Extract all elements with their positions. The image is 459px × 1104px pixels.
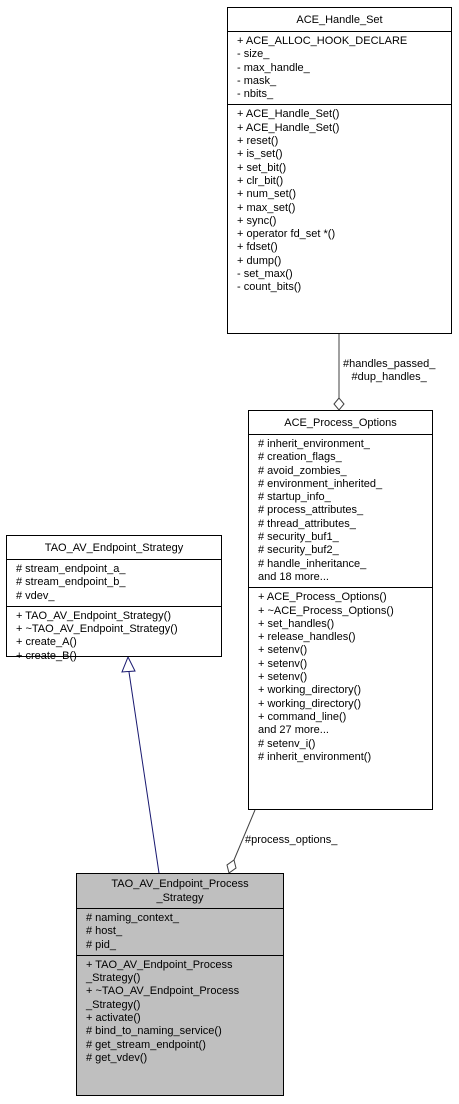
member-row: # handle_inheritance_ [258, 557, 367, 570]
attributes-section: + ACE_ALLOC_HOOK_DECLARE- size_- max_han… [228, 32, 451, 104]
member-row: and 18 more... [258, 570, 329, 583]
member-row: + ~TAO_AV_Endpoint_Strategy() [16, 623, 178, 636]
edge-label-process-options: #process_options_ [245, 834, 338, 846]
member-row: + create_B() [16, 649, 77, 662]
edge-label-handles: #handles_passed_ #dup_handles_ [343, 358, 436, 383]
member-row: - mask_ [237, 74, 277, 87]
class-ace-process-options[interactable]: ACE_Process_Options # inherit_environmen… [248, 410, 433, 810]
aggregation-edge-process-options [233, 809, 256, 861]
member-row: # security_buf1_ [258, 531, 339, 544]
member-row: + reset() [237, 135, 279, 148]
member-row: # host_ [86, 925, 123, 938]
member-row: - count_bits() [237, 281, 302, 294]
operations-section: + TAO_AV_Endpoint_Strategy()+ ~TAO_AV_En… [7, 605, 221, 666]
member-row: + setenv() [258, 657, 308, 670]
attributes-section: # inherit_environment_# creation_flags_#… [249, 435, 432, 587]
member-row: + sync() [237, 214, 277, 227]
member-row: + set_handles() [258, 617, 335, 630]
aggregation-diamond-handles [333, 397, 345, 411]
member-row: # thread_attributes_ [258, 517, 356, 530]
operations-section: + TAO_AV_Endpoint_Process _Strategy()+ ~… [77, 954, 283, 1068]
member-row: # inherit_environment() [258, 750, 372, 763]
operations-section: + ACE_Process_Options()+ ~ACE_Process_Op… [249, 587, 432, 767]
member-row: + ACE_Handle_Set() [237, 121, 340, 134]
member-row: + setenv() [258, 644, 308, 657]
member-row: + set_bit() [237, 161, 287, 174]
member-row: + dump() [237, 254, 282, 267]
member-row: + num_set() [237, 188, 296, 201]
member-row: + activate() [86, 1012, 141, 1025]
member-row: + clr_bit() [237, 174, 284, 187]
class-title: TAO_AV_Endpoint_Strategy [7, 536, 221, 560]
class-ace-handle-set[interactable]: ACE_Handle_Set + ACE_ALLOC_HOOK_DECLARE-… [227, 7, 452, 334]
operations-section: + ACE_Handle_Set()+ ACE_Handle_Set()+ re… [228, 104, 451, 297]
member-row: + is_set() [237, 148, 283, 161]
class-title: ACE_Handle_Set [228, 8, 451, 32]
attributes-section: # naming_context_# host_# pid_ [77, 909, 283, 955]
inheritance-arrowhead [121, 655, 136, 673]
member-row: # setenv_i() [258, 737, 316, 750]
member-row: - size_ [237, 48, 270, 61]
member-row: + ACE_ALLOC_HOOK_DECLARE [237, 35, 408, 47]
member-row: # process_attributes_ [258, 504, 364, 517]
member-row: # vdev_ [16, 589, 55, 602]
member-row: and 27 more... [258, 724, 329, 737]
member-row: # environment_inherited_ [258, 477, 383, 490]
member-row: + setenv() [258, 671, 308, 684]
member-row: # creation_flags_ [258, 451, 342, 464]
member-row: # get_stream_endpoint() [86, 1038, 206, 1051]
member-row: + TAO_AV_Endpoint_Process _Strategy() [86, 958, 233, 985]
member-row: + ACE_Process_Options() [258, 591, 387, 604]
member-row: - set_max() [237, 268, 293, 281]
member-row: # startup_info_ [258, 491, 331, 504]
member-row: # naming_context_ [86, 912, 179, 924]
class-title: ACE_Process_Options [249, 411, 432, 435]
member-row: + ~TAO_AV_Endpoint_Process _Strategy() [86, 985, 240, 1011]
aggregation-diamond-process-options [226, 859, 237, 874]
member-row: # pid_ [86, 938, 116, 951]
member-row: - max_handle_ [237, 61, 310, 74]
member-row: # get_vdev() [86, 1051, 148, 1064]
member-row: # stream_endpoint_b_ [16, 576, 126, 589]
inheritance-edge [128, 671, 160, 874]
member-row: + ~ACE_Process_Options() [258, 604, 394, 617]
attributes-section: # stream_endpoint_a_# stream_endpoint_b_… [7, 560, 221, 606]
member-row: - nbits_ [237, 88, 274, 101]
member-row: # avoid_zombies_ [258, 464, 347, 477]
member-row: + command_line() [258, 710, 347, 723]
class-title: TAO_AV_Endpoint_Process _Strategy [77, 874, 283, 909]
member-row: # stream_endpoint_a_ [16, 563, 126, 575]
class-tao-av-endpoint-strategy[interactable]: TAO_AV_Endpoint_Strategy # stream_endpoi… [6, 535, 222, 662]
member-row: # bind_to_naming_service() [86, 1025, 222, 1038]
class-tao-av-endpoint-process-strategy[interactable]: TAO_AV_Endpoint_Process _Strategy # nami… [76, 873, 284, 1096]
member-row: + TAO_AV_Endpoint_Strategy() [16, 609, 172, 622]
member-row: + create_A() [16, 636, 77, 649]
member-row: + ACE_Handle_Set() [237, 108, 340, 121]
member-row: # security_buf2_ [258, 544, 339, 557]
member-row: + release_handles() [258, 631, 356, 644]
member-row: + max_set() [237, 201, 296, 214]
member-row: + working_directory() [258, 684, 362, 697]
member-row: + operator fd_set *() [237, 228, 336, 241]
member-row: + working_directory() [258, 697, 362, 710]
member-row: + fdset() [237, 241, 278, 254]
member-row: # inherit_environment_ [258, 438, 370, 450]
